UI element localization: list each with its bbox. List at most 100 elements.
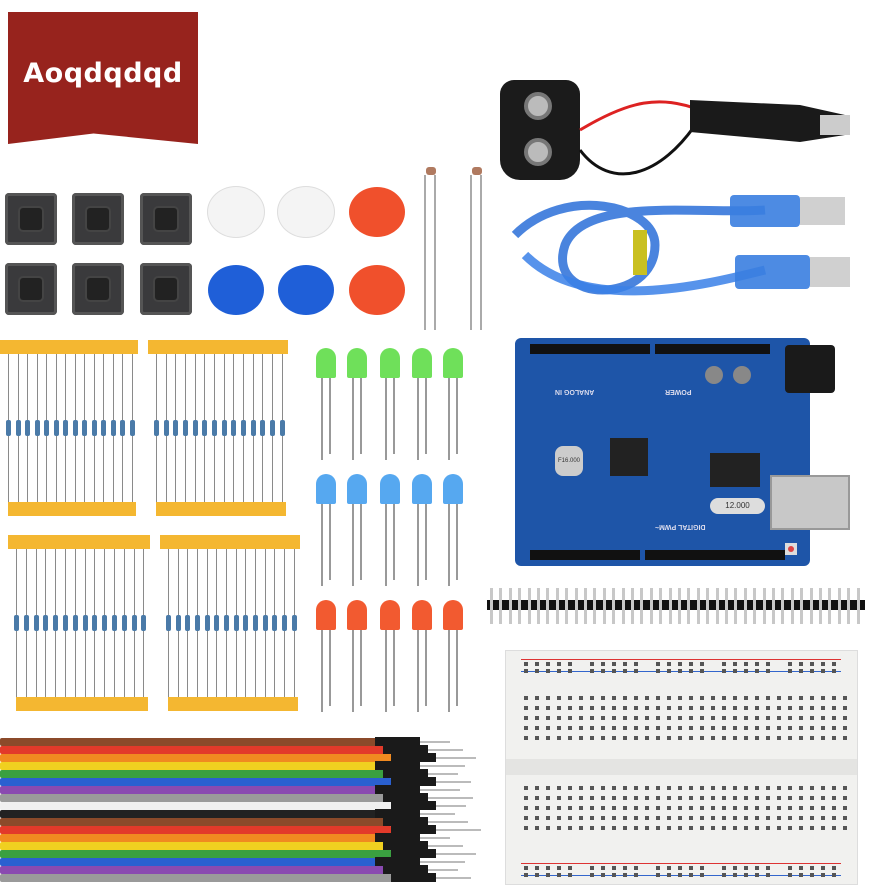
photoresistor-lead	[434, 175, 436, 330]
breadboard-hole	[832, 826, 836, 830]
header-pin	[649, 588, 653, 624]
breadboard-hole	[601, 796, 605, 800]
breadboard-hole	[590, 816, 594, 820]
breadboard-hole	[612, 662, 616, 666]
jumper-wire	[0, 802, 392, 810]
wire-pin	[420, 741, 450, 743]
breadboard-hole	[700, 716, 704, 720]
breadboard-hole	[711, 716, 715, 720]
wire-pin	[436, 781, 471, 783]
led-leg	[352, 378, 354, 460]
breadboard-hole	[711, 726, 715, 730]
breadboard-hole	[777, 786, 781, 790]
breadboard-hole	[821, 866, 825, 870]
resistor	[15, 420, 21, 436]
breadboard-hole	[755, 696, 759, 700]
breadboard-hole	[733, 786, 737, 790]
breadboard-hole	[667, 736, 671, 740]
breadboard-hole	[590, 696, 594, 700]
breadboard-hole	[799, 873, 803, 877]
breadboard-hole	[678, 726, 682, 730]
resistor	[129, 420, 135, 436]
photoresistor-lead	[470, 175, 472, 330]
breadboard-hole	[634, 796, 638, 800]
breadboard-hole	[733, 806, 737, 810]
breadboard-hole	[689, 736, 693, 740]
led	[443, 600, 463, 630]
breadboard-hole	[568, 873, 572, 877]
wire-connector	[391, 753, 436, 762]
breadboard-hole	[810, 796, 814, 800]
jumper-wire	[0, 762, 380, 770]
breadboard-hole	[766, 796, 770, 800]
breadboard-hole	[623, 796, 627, 800]
breadboard-hole	[590, 806, 594, 810]
breadboard-hole	[700, 669, 704, 673]
jumper-wire	[0, 786, 380, 794]
breadboard-hole	[656, 806, 660, 810]
resistor	[82, 420, 88, 436]
breadboard-hole	[557, 786, 561, 790]
breadboard-hole	[656, 786, 660, 790]
header-pin	[790, 588, 794, 624]
led-leg	[417, 630, 419, 712]
breadboard-hole	[645, 806, 649, 810]
breadboard-hole	[821, 873, 825, 877]
breadboard-hole	[524, 796, 528, 800]
breadboard-hole	[755, 796, 759, 800]
breadboard-hole	[744, 816, 748, 820]
breadboard-hole	[612, 716, 616, 720]
breadboard-hole	[689, 816, 693, 820]
button-cap	[208, 265, 264, 315]
header-pin	[781, 588, 785, 624]
jumper-wire	[0, 778, 392, 786]
breadboard-hole	[535, 716, 539, 720]
breadboard-hole	[535, 696, 539, 700]
breadboard-hole	[755, 866, 759, 870]
breadboard-hole	[766, 716, 770, 720]
breadboard-hole	[678, 669, 682, 673]
breadboard-hole	[535, 786, 539, 790]
breadboard-hole	[634, 786, 638, 790]
resistor	[233, 615, 239, 631]
breadboard-hole	[590, 662, 594, 666]
wire-pin	[436, 829, 481, 831]
led	[443, 474, 463, 504]
wire-connector	[391, 777, 436, 786]
breadboard-hole	[843, 796, 847, 800]
breadboard-hole	[579, 726, 583, 730]
breadboard-hole	[645, 786, 649, 790]
resistor	[194, 615, 200, 631]
breadboard-hole	[524, 826, 528, 830]
breadboard-hole	[568, 816, 572, 820]
breadboard-hole	[645, 736, 649, 740]
breadboard-hole	[788, 826, 792, 830]
header-pin	[490, 588, 493, 624]
jumper-wire	[0, 866, 386, 874]
resistor-tape	[156, 502, 286, 516]
breadboard-hole	[810, 669, 814, 673]
breadboard-hole	[832, 806, 836, 810]
breadboard-hole	[667, 716, 671, 720]
led	[380, 474, 400, 504]
wire-connector	[383, 865, 428, 874]
breadboard-hole	[810, 866, 814, 870]
led-leg	[448, 504, 450, 586]
breadboard-hole	[579, 696, 583, 700]
breadboard-hole	[810, 696, 814, 700]
led	[316, 348, 336, 378]
resistor-tape	[16, 697, 148, 711]
led-leg	[360, 378, 362, 454]
breadboard-hole	[667, 786, 671, 790]
breadboard-hole	[700, 873, 704, 877]
breadboard-hole	[568, 866, 572, 870]
breadboard-hole	[755, 662, 759, 666]
breadboard-hole	[810, 706, 814, 710]
breadboard-hole	[579, 826, 583, 830]
led-leg	[321, 504, 323, 586]
breadboard-hole	[590, 826, 594, 830]
header-pin	[612, 588, 616, 624]
breadboard-hole	[733, 696, 737, 700]
breadboard-hole	[579, 786, 583, 790]
wire-connector	[375, 833, 420, 842]
